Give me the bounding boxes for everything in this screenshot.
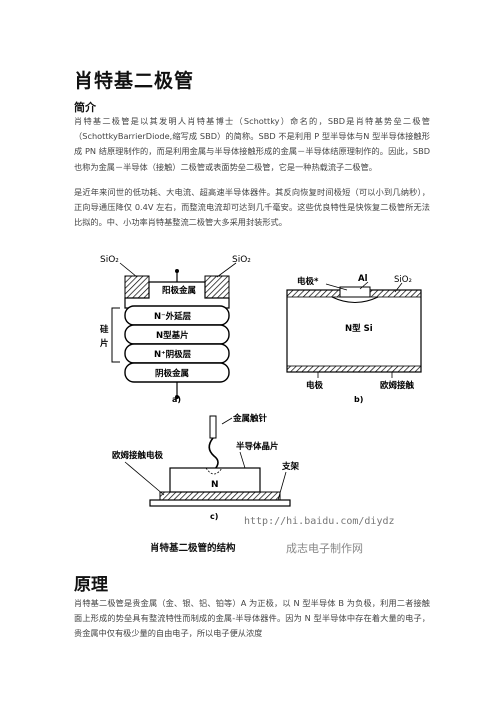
fig-a-silicon-chip-1: 硅	[100, 324, 109, 335]
figure-c: 金属触针 N 半导体晶片 欧姆接触电极 支架 c)	[112, 413, 300, 521]
fig-b-sio2: SiO₂	[394, 275, 412, 285]
fig-a-silicon-chip-2: 片	[100, 338, 109, 349]
fig-c-bracket: 支架	[281, 461, 300, 472]
figure-caption: 肖特基二极管的结构	[150, 543, 236, 554]
principle-paragraph-1: 肖特基二极管是贵金属（金、银、铝、铂等）A 为正极，以 N 型半导体 B 为负极…	[74, 598, 430, 639]
fig-c-metal-probe: 金属触针	[232, 413, 268, 424]
fig-b-ohmic-contact: 欧姆接触	[380, 380, 415, 391]
fig-c-ohmic-electrode: 欧姆接触电极	[112, 450, 164, 461]
intro-paragraph-1: 肖特基二极管是以其发明人肖特基博士（Schottky）命名的，SBD是肖特基势垒…	[74, 116, 430, 172]
fig-c-semiconductor-chip: 半导体晶片	[236, 441, 279, 452]
fig-a-n-type-base: N型基片	[156, 330, 189, 341]
figure-a: SiO₂ SiO₂ 阳极金属 N⁻外延层 N型基片 N⁺阴极层 阴极金属 硅 片…	[100, 255, 251, 404]
watermark-site-name: 成志电子制作网	[286, 542, 363, 555]
fig-b-label: b)	[354, 395, 363, 404]
page-title: 肖特基二极管	[74, 70, 195, 92]
fig-c-label: c)	[210, 512, 218, 521]
schottky-structure-figure: SiO₂ SiO₂ 阳极金属 N⁻外延层 N型基片 N⁺阴极层 阴极金属 硅 片…	[100, 255, 422, 521]
fig-a-sio2-right: SiO₂	[232, 255, 251, 265]
figure-b: 电极* Al SiO₂ N型 Si 电极 欧姆接触 b)	[286, 274, 422, 404]
watermark-url: http://hi.baidu.com/diydz	[244, 516, 395, 527]
fig-a-n-plus-cathode: N⁺阴极层	[154, 349, 192, 360]
section-heading-intro: 简介	[74, 101, 96, 114]
fig-a-anode-metal: 阳极金属	[162, 285, 196, 296]
intro-paragraph-2: 是近年来问世的低功耗、大电流、超高速半导体器件。其反向恢复时间极短（可以小到几纳…	[74, 187, 430, 228]
fig-a-label: a)	[172, 395, 181, 404]
fig-a-sio2-left: SiO₂	[100, 255, 119, 265]
fig-b-electrode: 电极*	[297, 276, 319, 287]
fig-b-n-si: N型 Si	[345, 323, 373, 334]
fig-c-n-region: N	[211, 480, 219, 490]
fig-a-cathode-metal: 阴极金属	[155, 368, 189, 379]
fig-b-al: Al	[358, 274, 368, 284]
fig-b-electrode-bottom: 电极	[306, 380, 324, 391]
fig-a-n-minus-epi: N⁻外延层	[154, 311, 192, 322]
section-heading-principle: 原理	[74, 575, 108, 595]
